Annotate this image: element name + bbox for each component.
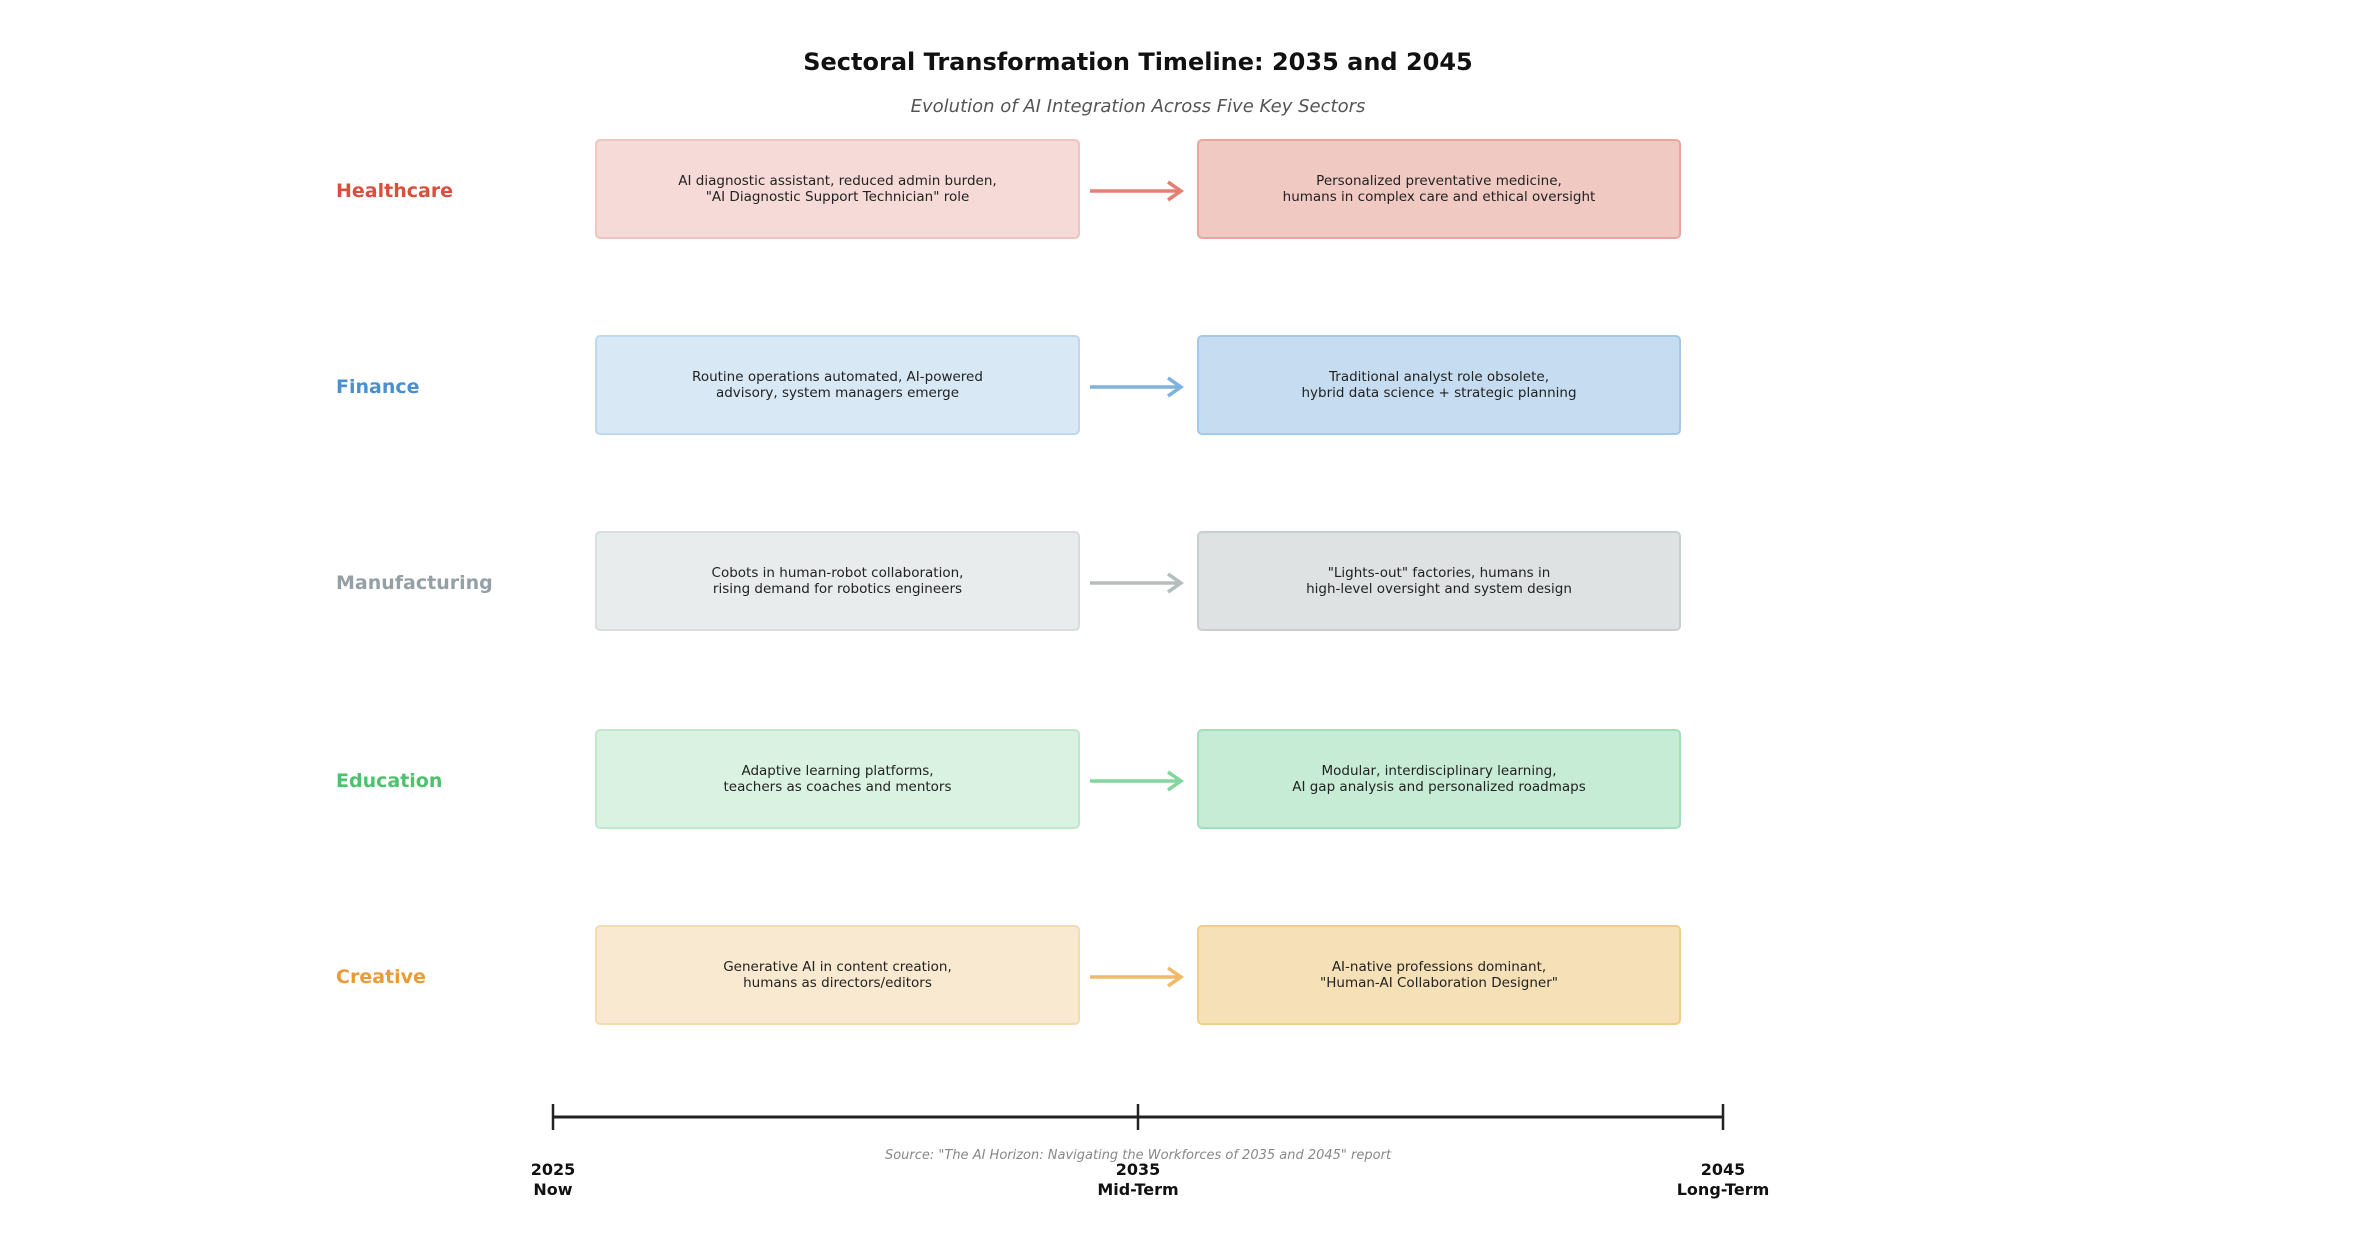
timeline-year: 2045 — [1700, 1160, 1746, 1179]
sector-row-creative: Creative Generative AI in content creatio… — [0, 925, 2370, 1029]
sector-2035-box: Cobots in human-robot collaboration, ris… — [595, 531, 1080, 631]
timeline-period: Long-Term — [1676, 1180, 1770, 1199]
sector-label: Healthcare — [336, 180, 454, 202]
arrow-right-icon — [1090, 376, 1184, 398]
sector-2035-box: Routine operations automated, AI-powered… — [595, 335, 1080, 435]
sector-label: Creative — [336, 966, 426, 988]
sector-2035-box: Adaptive learning platforms, teachers as… — [595, 729, 1080, 829]
timeline-year: 2035 — [1115, 1160, 1161, 1179]
sector-2035-box: Generative AI in content creation, human… — [595, 925, 1080, 1025]
sector-2045-box: Traditional analyst role obsolete, hybri… — [1197, 335, 1681, 435]
timeline-label-2025: 2025 Now — [453, 1160, 653, 1200]
timeline-label-2035: 2035 Mid-Term — [1038, 1160, 1238, 1200]
sector-label: Finance — [336, 376, 420, 398]
sector-row-education: Education Adaptive learning platforms, te… — [0, 729, 2370, 833]
sector-row-healthcare: Healthcare AI diagnostic assistant, reduc… — [0, 139, 2370, 243]
source-note: Source: "The AI Horizon: Navigating the … — [884, 1148, 1392, 1163]
timeline-year: 2025 — [530, 1160, 576, 1179]
sector-2045-box: AI-native professions dominant, "Human-A… — [1197, 925, 1681, 1025]
timeline-period: Now — [533, 1180, 573, 1199]
sector-row-finance: Finance Routine operations automated, AI-… — [0, 335, 2370, 439]
arrow-right-icon — [1090, 770, 1184, 792]
sector-row-manufacturing: Manufacturing Cobots in human-robot colla… — [0, 531, 2370, 635]
sector-2035-box: AI diagnostic assistant, reduced admin b… — [595, 139, 1080, 239]
arrow-right-icon — [1090, 966, 1184, 988]
sector-2045-box: "Lights-out" factories, humans in high-l… — [1197, 531, 1681, 631]
timeline-period: Mid-Term — [1097, 1180, 1179, 1199]
diagram-subtitle: Evolution of AI Integration Across Five … — [910, 96, 1366, 117]
sector-label: Education — [336, 770, 443, 792]
arrow-right-icon — [1090, 572, 1184, 594]
sector-label: Manufacturing — [336, 572, 493, 594]
arrow-right-icon — [1090, 180, 1184, 202]
sector-2045-box: Modular, interdisciplinary learning, AI … — [1197, 729, 1681, 829]
diagram-title: Sectoral Transformation Timeline: 2035 a… — [803, 48, 1473, 76]
sector-2045-box: Personalized preventative medicine, huma… — [1197, 139, 1681, 239]
timeline-label-2045: 2045 Long-Term — [1623, 1160, 1823, 1200]
